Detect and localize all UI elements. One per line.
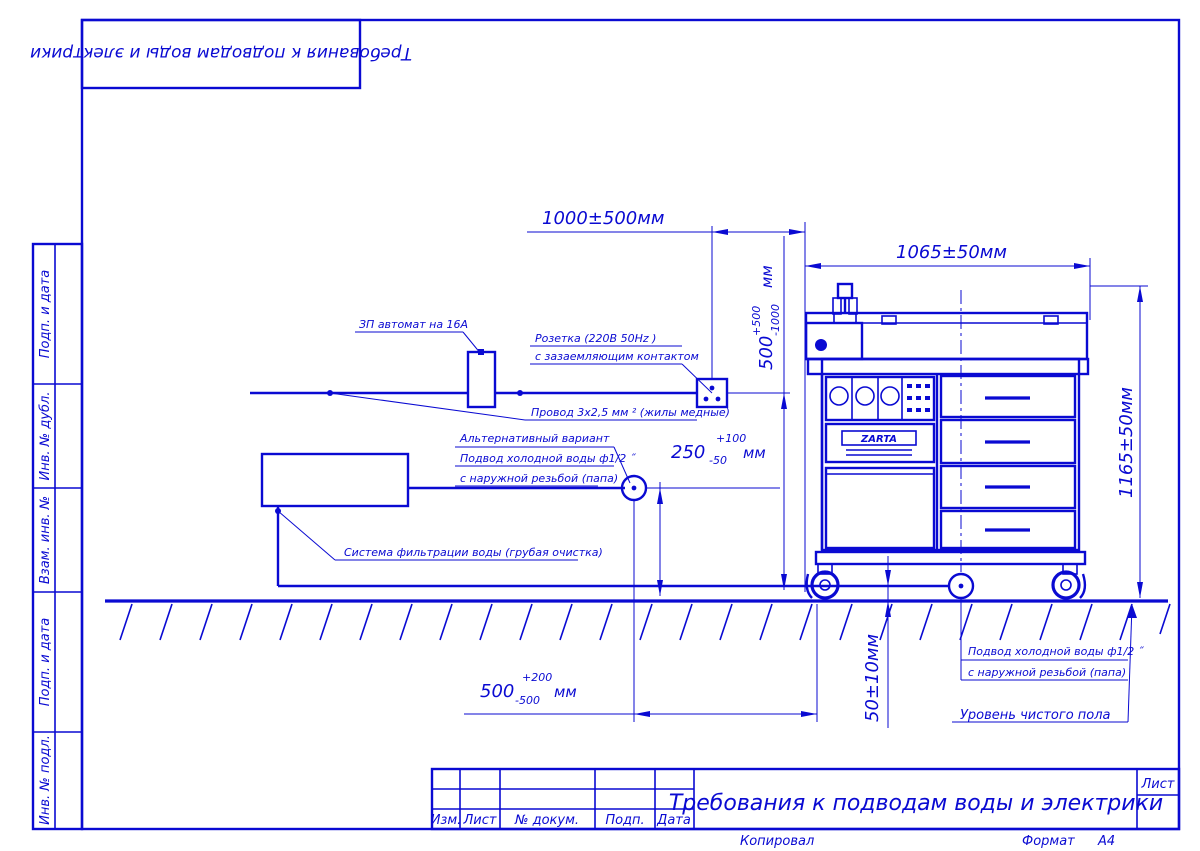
machine-inlet-callout: Подвод холодной воды ф1/2 ˝ с наружной р… xyxy=(960,598,1145,681)
floor-level-label: Уровень чистого пола xyxy=(960,708,1111,723)
machine-inlet-label-line-2: с наружной резьбой (папа) xyxy=(968,666,1126,679)
side-label-inv-dubl: Инв. № дубл. xyxy=(38,392,53,481)
dimension-50-label: 50±10мм xyxy=(862,634,883,722)
dimension-500-height-sup: +500 xyxy=(750,306,763,336)
machine-cart: ZARTA xyxy=(800,282,1090,600)
dimension-500-horizontal-sup: +200 xyxy=(522,671,552,684)
cable-label: Провод 3х2,5 мм ² (жилы медные) xyxy=(531,406,730,419)
socket-callout: Розетка (220В 50Hz ) с зазаемляющим конт… xyxy=(530,332,713,394)
brand-plate xyxy=(841,430,917,446)
title-block-format-value: А4 xyxy=(1097,834,1115,849)
title-block-list: Лист xyxy=(463,813,497,828)
side-strip-labels: Подп. и дата Инв. № дубл. Взам. инв. № П… xyxy=(38,270,53,825)
water-filter-box xyxy=(260,452,410,508)
alt-label-line-2: Подвод холодной воды ф1/2 ˝ xyxy=(460,452,637,465)
dimension-500-height-base: 500 xyxy=(756,336,777,370)
floor-line xyxy=(105,599,1171,641)
circuit-breaker xyxy=(466,350,497,409)
side-label-vzam-inv: Взам. инв. № xyxy=(38,496,53,584)
dimension-1065-label: 1065±50мм xyxy=(896,242,1007,263)
title-block-sheet: Лист xyxy=(1141,777,1175,792)
brand-label: ZARTA xyxy=(860,434,897,445)
floor-level-callout: Уровень чистого пола xyxy=(952,604,1137,723)
dimension-500-horizontal-unit: мм xyxy=(554,683,577,701)
side-label-inv-podl: Инв. № подл. xyxy=(38,735,53,825)
dimension-1165-height: 1165±50мм xyxy=(1090,285,1148,598)
dimension-1165-label: 1165±50мм xyxy=(1116,387,1137,498)
cable-callout: Провод 3х2,5 мм ² (жилы медные) xyxy=(329,392,730,421)
dimension-250-height-sup: +100 xyxy=(716,432,746,445)
dimension-250-height-base: 250 xyxy=(671,442,705,463)
title-block-data: Дата xyxy=(656,813,691,828)
breaker-callout: ЗП автомат на 16А xyxy=(355,318,482,355)
socket-label-line-1: Розетка (220В 50Hz ) xyxy=(535,332,656,345)
alt-inlet-callout: Альтернативный вариант Подвод холодной в… xyxy=(455,432,637,487)
dimension-500-horizontal-base: 500 xyxy=(480,681,514,702)
alt-label-line-1: Альтернативный вариант xyxy=(459,432,610,445)
filter-callout: Система фильтрации воды (грубая очистка) xyxy=(277,510,603,561)
mirrored-title-block: Требования к подводам воды и электрики xyxy=(30,18,412,90)
alt-label-line-3: с наружной резьбой (папа) xyxy=(460,472,618,485)
dimension-50-height: 50±10мм xyxy=(862,556,891,728)
machine-inlet-label-line-1: Подвод холодной воды ф1/2 ˝ xyxy=(968,645,1145,658)
title-block: Изм. Лист № докум. Подп. Дата Требования… xyxy=(431,767,1181,849)
title-block-copied: Копировал xyxy=(740,834,814,849)
side-label-podp-data-top: Подп. и дата xyxy=(38,270,53,359)
side-label-podp-data-mid: Подп. и дата xyxy=(38,618,53,707)
dimension-500-horizontal: 500 +200 -500 мм xyxy=(464,500,818,722)
title-block-title: Требования к подводам воды и электрики xyxy=(669,791,1163,816)
title-block-podp: Подп. xyxy=(605,813,644,828)
dimension-1065: 1065±50мм xyxy=(805,242,1091,320)
dimension-500-height-sub: -1000 xyxy=(769,304,782,336)
dimension-500-height: 500 +500 -1000 мм xyxy=(726,236,790,590)
breaker-label: ЗП автомат на 16А xyxy=(359,318,468,331)
socket-label-line-2: с зазаемляющим контактом xyxy=(535,350,699,363)
title-block-format: Формат xyxy=(1022,834,1075,849)
dimension-250-height: 250 +100 -50 мм xyxy=(646,432,780,596)
title-block-doc-no: № докум. xyxy=(514,813,579,828)
mirrored-title-text: Требования к подводам воды и электрики xyxy=(30,43,412,63)
dimension-250-height-sub: -50 xyxy=(709,454,727,467)
dimension-250-height-unit: мм xyxy=(743,444,766,462)
dimension-500-horizontal-sub: -500 xyxy=(515,694,540,707)
dimension-1000-label: 1000±500мм xyxy=(542,208,664,229)
title-block-izm: Изм. xyxy=(431,813,462,828)
dimension-500-height-unit: мм xyxy=(758,265,776,288)
filter-label: Система фильтрации воды (грубая очистка) xyxy=(344,546,603,559)
dimension-1000: 1000±500мм xyxy=(527,208,806,592)
